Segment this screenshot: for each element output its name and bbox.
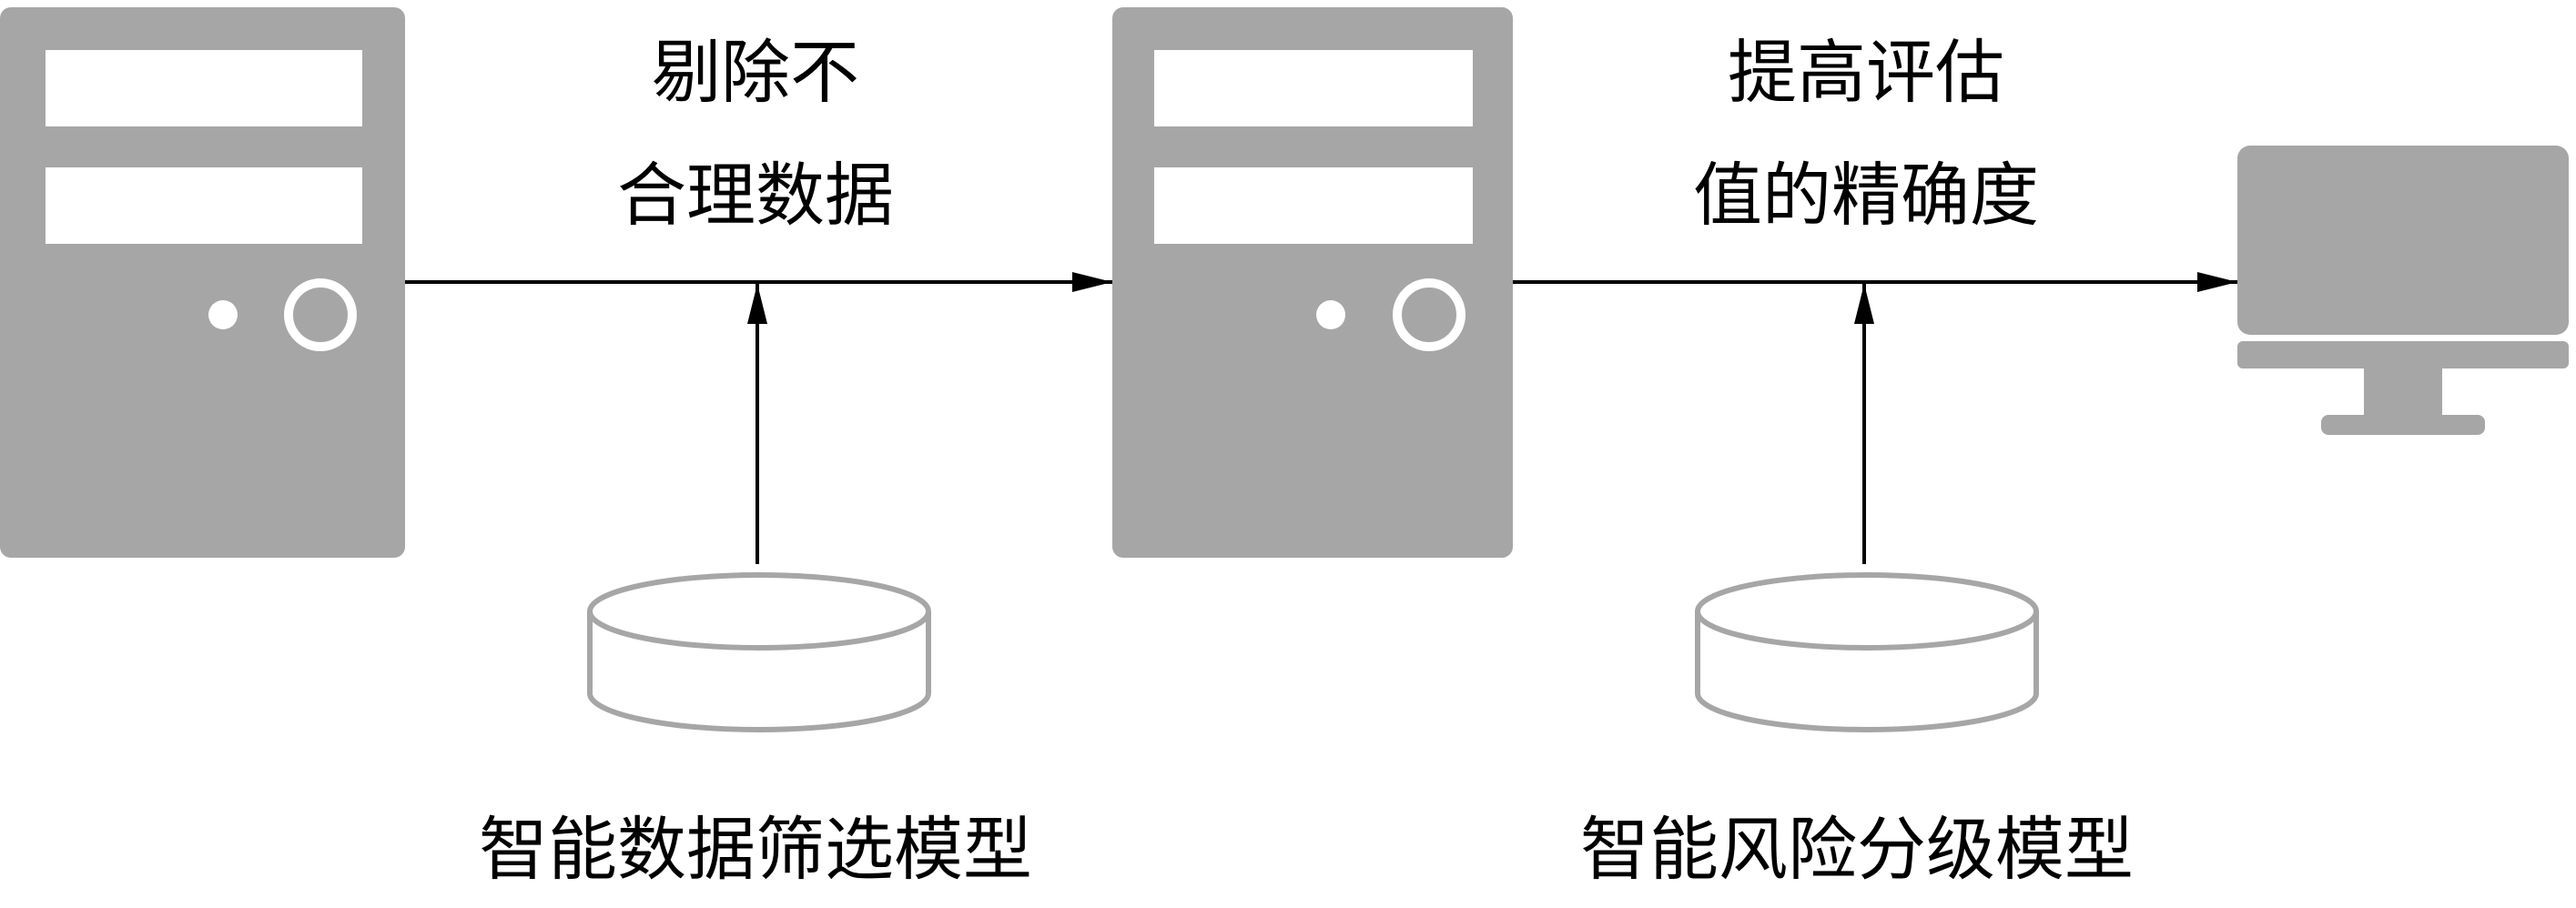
db-filter-cylinder (587, 572, 931, 732)
monitor-bezel (2237, 341, 2569, 368)
edge-2-label-line-2: 值的精确度 (1693, 155, 2039, 236)
server-b-slot-bottom (1154, 167, 1473, 244)
monitor-screen (2237, 146, 2569, 335)
server-a (0, 7, 405, 558)
server-b-led (1316, 300, 1345, 329)
server-b-slot-top (1154, 50, 1473, 126)
monitor-stand (2321, 415, 2485, 435)
edge-1-label-line-2: 合理数据 (617, 155, 894, 236)
db-filter-rim (587, 610, 931, 651)
db-filter-label: 智能数据筛选模型 (479, 809, 1032, 890)
server-a-power-button (284, 278, 357, 351)
server-a-led (208, 300, 238, 329)
server-a-slot-bottom (46, 167, 362, 244)
edge-1-label-line-1: 剔除不 (652, 32, 859, 113)
server-a-slot-top (46, 50, 362, 126)
server-b (1112, 7, 1513, 558)
server-b-body (1112, 7, 1513, 558)
database-filter-icon (587, 572, 931, 732)
db-risk-rim (1695, 610, 2039, 651)
monitor-neck (2364, 368, 2442, 419)
db-risk-label: 智能风险分级模型 (1580, 809, 2134, 890)
server-b-power-button (1393, 278, 1465, 351)
monitor (2237, 146, 2569, 435)
db-risk-cylinder (1695, 572, 2039, 732)
database-risk-icon (1695, 572, 2039, 732)
server-a-body (0, 7, 405, 558)
edge-2-label-line-1: 提高评估 (1728, 32, 2004, 113)
